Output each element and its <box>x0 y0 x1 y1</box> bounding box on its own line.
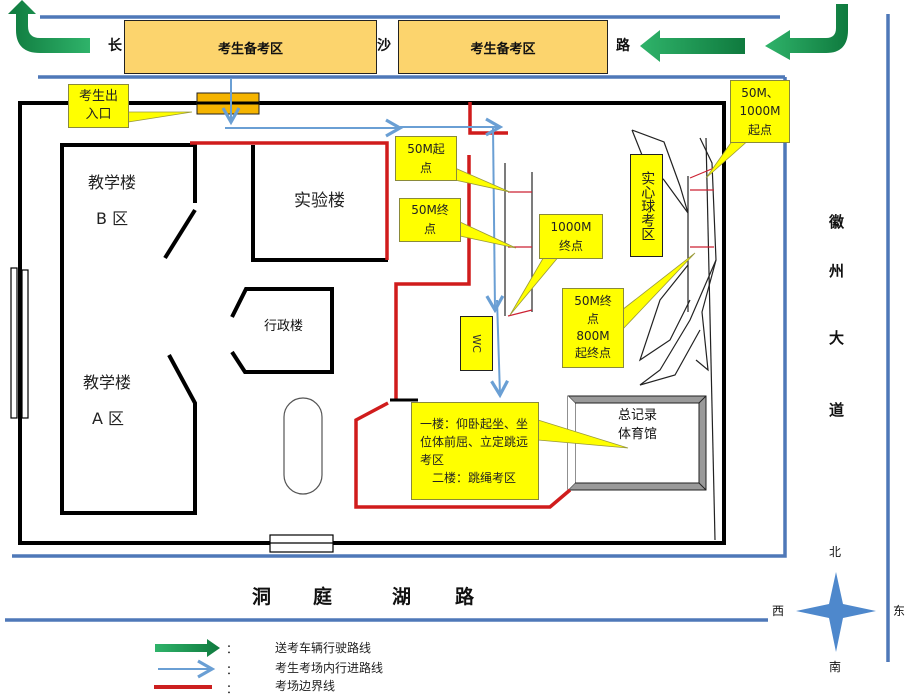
callout-50m-1000m-start: 50M、 1000M 起点 <box>730 80 790 143</box>
legend-label-student-route: 考生考场内行进路线 <box>275 661 384 675</box>
callout-gym-floors-line1: 一楼：仰卧起坐、坐 <box>420 417 529 431</box>
prep-area-west: 考生备考区 <box>124 20 377 74</box>
compass-star-icon <box>796 572 876 652</box>
building-teaching-a-zone: A 区 <box>92 409 125 428</box>
callout-entrance-line2: 入口 <box>85 107 112 122</box>
callout-50m-finish-line1: 50M终 <box>411 203 449 218</box>
callout-50m-start-line1: 50M起 <box>407 141 445 156</box>
prep-area-west-label: 考生备考区 <box>217 41 283 57</box>
building-lab: 实验楼 <box>294 191 345 211</box>
legend-label-vehicle-route: 送考车辆行驶路线 <box>275 641 372 655</box>
vehicle-route-arrows <box>8 0 848 62</box>
north-road-char-2: 沙 <box>377 38 391 54</box>
callout-50m-800m-line4: 起终点 <box>574 346 611 361</box>
callout-50m-800m-line3: 800M <box>576 329 610 343</box>
prep-area-east-label: 考生备考区 <box>470 41 536 57</box>
callout-entrance: 考生出 入口 <box>68 84 129 128</box>
east-road-char-1: 徽 <box>829 213 845 231</box>
south-road-char-3: 湖 <box>392 586 412 608</box>
callout-gym-floors-line2: 位体前屈、立定跳远 <box>420 435 529 449</box>
legend-colon-2: ： <box>226 663 239 677</box>
callout-50m-finish-line2: 点 <box>423 222 436 236</box>
campus-wall <box>18 101 726 545</box>
callout-gym-floors-line4: 二楼：跳绳考区 <box>432 471 517 485</box>
exam-boundary-lines <box>190 102 572 509</box>
callout-50m-1000m-start-line1: 50M、 <box>741 85 779 100</box>
callout-1000m-finish-line2: 终点 <box>558 238 583 253</box>
east-road-char-2: 州 <box>829 262 845 280</box>
south-road-char-2: 庭 <box>313 586 333 608</box>
east-road-char-3: 大 <box>829 329 845 347</box>
compass-north: 北 <box>829 545 842 559</box>
callout-entrance-line1: 考生出 <box>78 89 118 105</box>
building-teaching-a-name: 教学楼 <box>83 373 132 392</box>
student-route-lines <box>221 78 509 399</box>
callout-gym-floors: 一楼：仰卧起坐、坐 位体前屈、立定跳远 考区 二楼：跳绳考区 <box>411 402 539 500</box>
callout-50m-800m-line2: 点 <box>586 311 599 326</box>
callout-1000m-finish: 1000M 终点 <box>539 214 603 259</box>
wc-box: WC <box>460 316 493 371</box>
compass-west: 西 <box>772 604 785 618</box>
building-teaching-b-zone: B 区 <box>96 209 129 228</box>
legend-label-boundary: 考场边界线 <box>275 679 336 693</box>
south-road-char-1: 洞 <box>252 586 272 608</box>
callout-50m-1000m-start-line2: 1000M <box>739 104 781 119</box>
building-admin: 行政楼 <box>264 319 304 334</box>
prep-area-east: 考生备考区 <box>398 20 608 74</box>
callout-50m-finish: 50M终 点 <box>399 198 461 242</box>
callout-50m-start-line2: 点 <box>419 160 432 175</box>
legend-colon-3: ： <box>226 682 239 696</box>
south-road-char-4: 路 <box>455 586 475 608</box>
legend-colon-1: ： <box>226 642 239 656</box>
gym-name-line1: 总记录 <box>618 408 658 423</box>
callout-gym-floors-line3: 考区 <box>420 453 445 467</box>
road-lines <box>5 14 890 662</box>
north-road-char-1: 长 <box>108 38 122 54</box>
building-teaching-b-name: 教学楼 <box>88 173 137 192</box>
medicine-ball-area: 实心球考区 <box>630 154 663 257</box>
callout-50m-start: 50M起 点 <box>395 136 457 181</box>
east-road-char-4: 道 <box>829 401 845 419</box>
north-road-char-3: 路 <box>616 38 630 54</box>
callout-50m-800m-line1: 50M终 <box>574 294 612 309</box>
compass-east: 东 <box>893 604 906 618</box>
teaching-buildings-outline <box>60 143 197 515</box>
callout-50m-finish-800m: 50M终 点 800M 起终点 <box>562 288 624 368</box>
wc-label: WC <box>470 334 483 353</box>
callout-1000m-finish-line1: 1000M <box>550 219 592 234</box>
gym-name-line2: 体育馆 <box>618 427 658 442</box>
compass-south: 南 <box>829 660 842 674</box>
medicine-ball-area-label: 实心球考区 <box>639 170 656 241</box>
callout-50m-1000m-start-line3: 起点 <box>747 122 772 137</box>
